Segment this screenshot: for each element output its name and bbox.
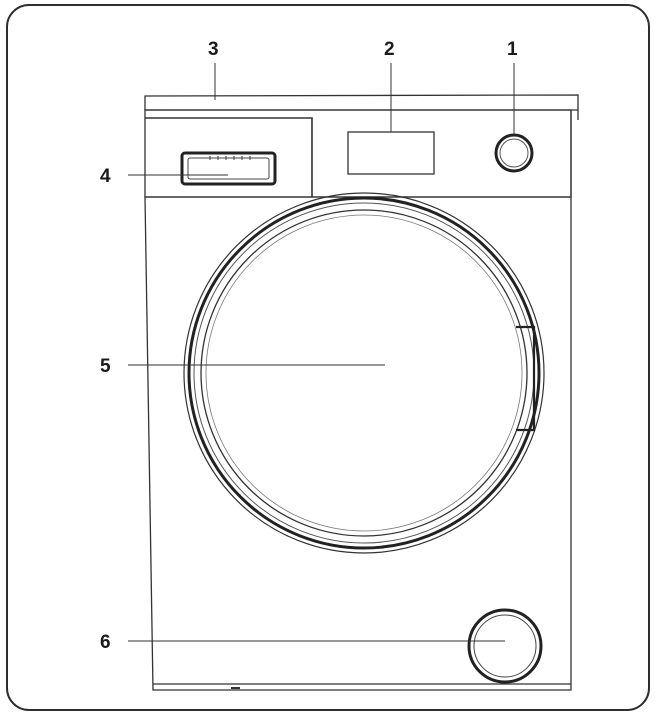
door-handle bbox=[516, 325, 536, 432]
callout-label-6: 6 bbox=[100, 632, 111, 653]
detergent-panel bbox=[145, 117, 313, 197]
callout-label-4: 4 bbox=[100, 166, 111, 187]
display-screen bbox=[347, 131, 435, 175]
door bbox=[183, 192, 545, 554]
outer-frame bbox=[6, 4, 650, 711]
callout-label-3: 3 bbox=[208, 39, 219, 60]
leader-lines bbox=[128, 63, 515, 642]
filter-cap bbox=[467, 608, 543, 684]
callout-label-1: 1 bbox=[507, 39, 518, 60]
program-knob bbox=[494, 133, 534, 173]
cabinet bbox=[144, 196, 572, 691]
detergent-drawer bbox=[180, 151, 277, 186]
callout-label-2: 2 bbox=[384, 39, 395, 60]
callout-label-5: 5 bbox=[100, 356, 111, 377]
top-lid bbox=[144, 94, 579, 111]
